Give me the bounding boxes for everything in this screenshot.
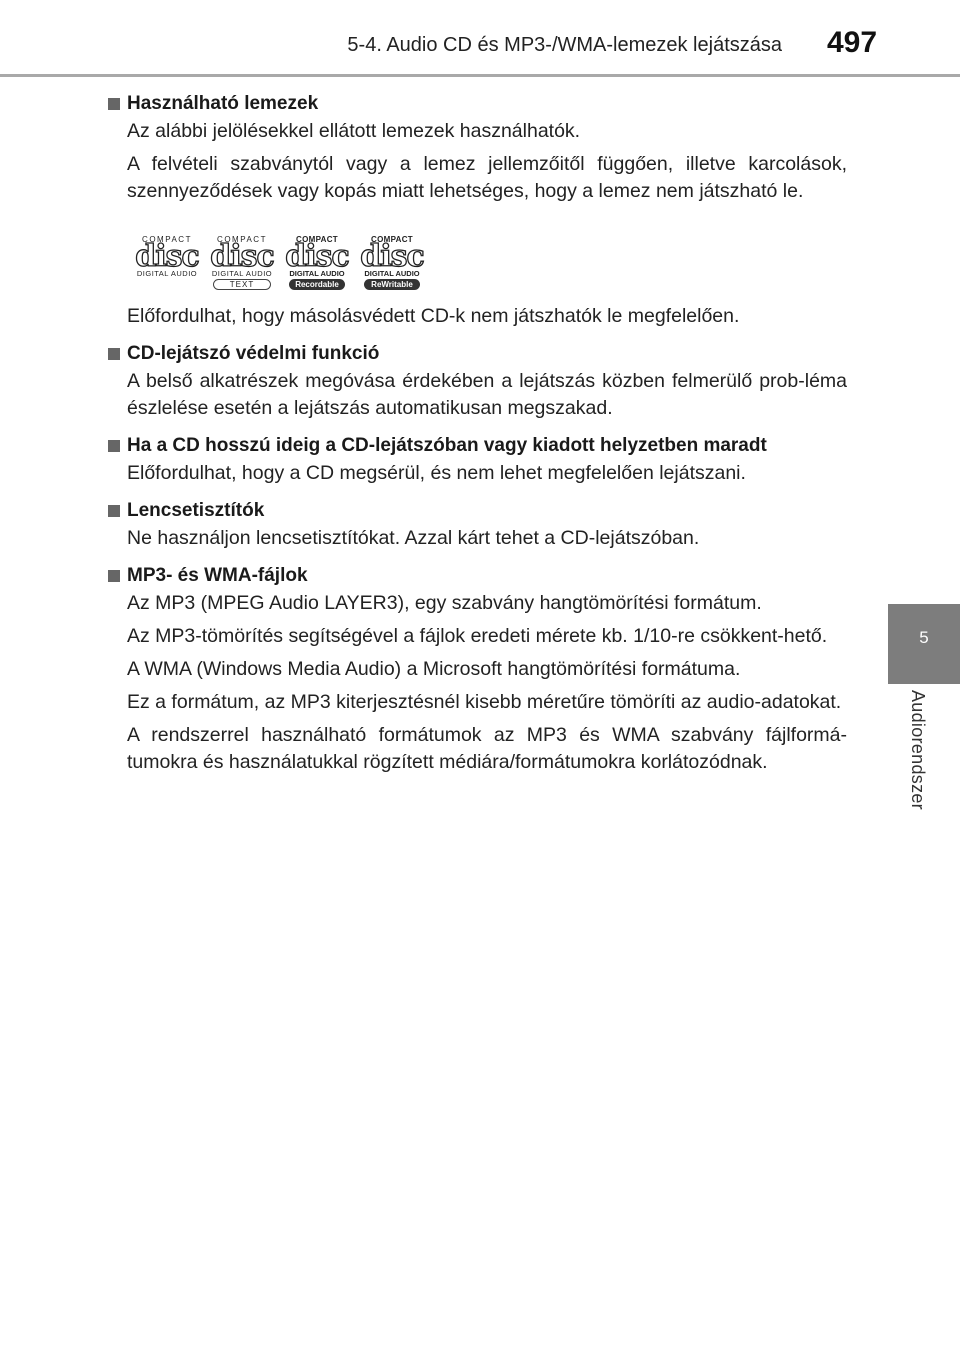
logo-disc-mark: disc bbox=[135, 239, 201, 274]
section-usable-discs: Használható lemezek Az alábbi jelölésekk… bbox=[107, 90, 847, 330]
square-bullet-icon bbox=[108, 570, 120, 582]
logo-disc-mark: disc bbox=[285, 239, 351, 274]
compact-disc-recordable-logo: COMPACT disc DIGITAL AUDIO Recordable bbox=[284, 235, 351, 290]
square-bullet-icon bbox=[108, 98, 120, 110]
paragraph: A belső alkatrészek megóvása érdekében a… bbox=[127, 370, 847, 419]
logo-sub-text: DIGITAL AUDIO bbox=[364, 269, 420, 278]
heading-text: CD-lejátszó védelmi funkció bbox=[127, 343, 380, 364]
chapter-tab-label: Audiorendszer bbox=[908, 690, 928, 810]
section-mp3-wma-files: MP3- és WMA-fájlok Az MP3 (MPEG Audio LA… bbox=[107, 562, 847, 776]
page-header: 5-4. Audio CD és MP3-/WMA-lemezek lejáts… bbox=[0, 0, 960, 80]
section-heading: Használható lemezek bbox=[107, 90, 847, 118]
compact-disc-text-logo: COMPACT disc DIGITAL AUDIO TEXT bbox=[209, 235, 276, 290]
section-heading: CD-lejátszó védelmi funkció bbox=[107, 340, 847, 368]
chapter-tab-number: 5 bbox=[919, 628, 929, 647]
logo-disc-mark: disc bbox=[360, 239, 426, 274]
chapter-title: 5-4. Audio CD és MP3-/WMA-lemezek lejáts… bbox=[347, 34, 782, 56]
logo-disc-mark: disc bbox=[210, 239, 276, 274]
logo-top-text: COMPACT bbox=[142, 235, 192, 244]
header-divider bbox=[0, 74, 960, 77]
section-heading: Ha a CD hosszú ideig a CD-lejátszóban va… bbox=[107, 432, 847, 460]
heading-text: Lencsetisztítók bbox=[127, 500, 265, 521]
paragraph: Az MP3-tömörítés segítségével a fájlok e… bbox=[127, 625, 828, 647]
logo-pill: ReWritable bbox=[364, 279, 420, 290]
heading-text: MP3- és WMA-fájlok bbox=[127, 565, 308, 586]
section-lens-cleaners: Lencsetisztítók Ne használjon lencsetisz… bbox=[107, 497, 847, 552]
heading-text: Használható lemezek bbox=[127, 93, 319, 114]
square-bullet-icon bbox=[108, 348, 120, 360]
disc-logo-row: COMPACT disc DIGITAL AUDIO COMPACT disc … bbox=[107, 235, 847, 290]
logo-sub-text: DIGITAL AUDIO bbox=[211, 269, 273, 278]
page-number: 497 bbox=[827, 26, 878, 59]
logo-pill: Recordable bbox=[289, 279, 345, 290]
section-heading: Lencsetisztítók bbox=[107, 497, 847, 525]
page-content: Használható lemezek Az alábbi jelölésekk… bbox=[107, 90, 847, 786]
square-bullet-icon bbox=[108, 440, 120, 452]
section-protection-function: CD-lejátszó védelmi funkció A belső alka… bbox=[107, 340, 847, 422]
compact-disc-rewritable-logo: COMPACT disc DIGITAL AUDIO ReWritable bbox=[359, 235, 426, 290]
paragraph: Előfordulhat, hogy a CD megsérül, és nem… bbox=[127, 462, 746, 484]
paragraph: Az MP3 (MPEG Audio LAYER3), egy szabvány… bbox=[127, 592, 762, 614]
compact-disc-logo: COMPACT disc DIGITAL AUDIO bbox=[134, 235, 201, 285]
logo-top-text: COMPACT bbox=[217, 235, 267, 244]
heading-text: Ha a CD hosszú ideig a CD-lejátszóban va… bbox=[127, 435, 767, 456]
square-bullet-icon bbox=[108, 505, 120, 517]
logo-top-text: COMPACT bbox=[296, 235, 338, 244]
section-cd-left-in-player: Ha a CD hosszú ideig a CD-lejátszóban va… bbox=[107, 432, 847, 487]
section-heading: MP3- és WMA-fájlok bbox=[107, 562, 847, 590]
chapter-tab: 5 bbox=[888, 604, 960, 684]
paragraph: A rendszerrel használható formátumok az … bbox=[127, 724, 847, 773]
paragraph: Az alábbi jelölésekkel ellátott lemezek … bbox=[127, 120, 581, 142]
paragraph: Előfordulhat, hogy másolásvédett CD-k ne… bbox=[127, 305, 740, 327]
logo-sub-text: DIGITAL AUDIO bbox=[289, 269, 345, 278]
paragraph: Ne használjon lencsetisztítókat. Azzal k… bbox=[127, 527, 700, 549]
logo-sub-text: DIGITAL AUDIO bbox=[136, 269, 198, 278]
paragraph: A WMA (Windows Media Audio) a Microsoft … bbox=[127, 658, 741, 680]
logo-pill: TEXT bbox=[213, 279, 271, 290]
paragraph: A felvételi szabványtól vagy a lemez jel… bbox=[127, 153, 847, 202]
logo-top-text: COMPACT bbox=[371, 235, 413, 244]
paragraph: Ez a formátum, az MP3 kiterjesztésnél ki… bbox=[127, 691, 842, 713]
